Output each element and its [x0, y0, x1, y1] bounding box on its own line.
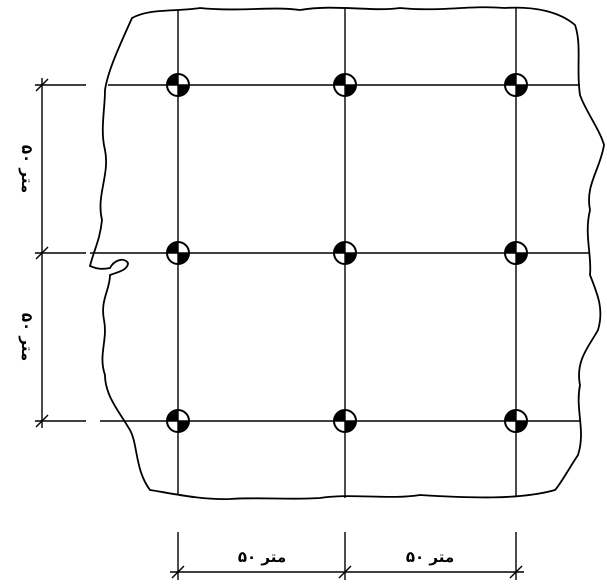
vertical-tick-middle — [35, 246, 49, 260]
vertical-tick-top — [35, 78, 49, 92]
survey-benchmark-icon — [504, 241, 528, 265]
survey-benchmark-icon — [333, 409, 357, 433]
horizontal-dimension-label-left: ۵۰ متر — [238, 548, 286, 566]
horizontal-tick-middle — [338, 565, 352, 579]
horizontal-tick-left — [171, 565, 185, 579]
survey-benchmark-icon — [504, 409, 528, 433]
survey-benchmark-icon — [333, 241, 357, 265]
horizontal-tick-right — [509, 565, 523, 579]
survey-markers — [166, 73, 528, 433]
survey-benchmark-icon — [333, 73, 357, 97]
survey-benchmark-icon — [504, 73, 528, 97]
vertical-dimension-label-top: ۵۰ متر — [18, 145, 36, 193]
vertical-dimension: ۵۰ متر ۵۰ متر — [18, 78, 86, 428]
survey-benchmark-icon — [166, 73, 190, 97]
horizontal-dimension: ۵۰ متر ۵۰ متر — [170, 532, 524, 580]
survey-benchmark-icon — [166, 409, 190, 433]
horizontal-dimension-label-right: ۵۰ متر — [406, 548, 454, 566]
vertical-dimension-label-bottom: ۵۰ متر — [18, 313, 36, 361]
vertical-tick-bottom — [35, 414, 49, 428]
survey-benchmark-icon — [166, 241, 190, 265]
